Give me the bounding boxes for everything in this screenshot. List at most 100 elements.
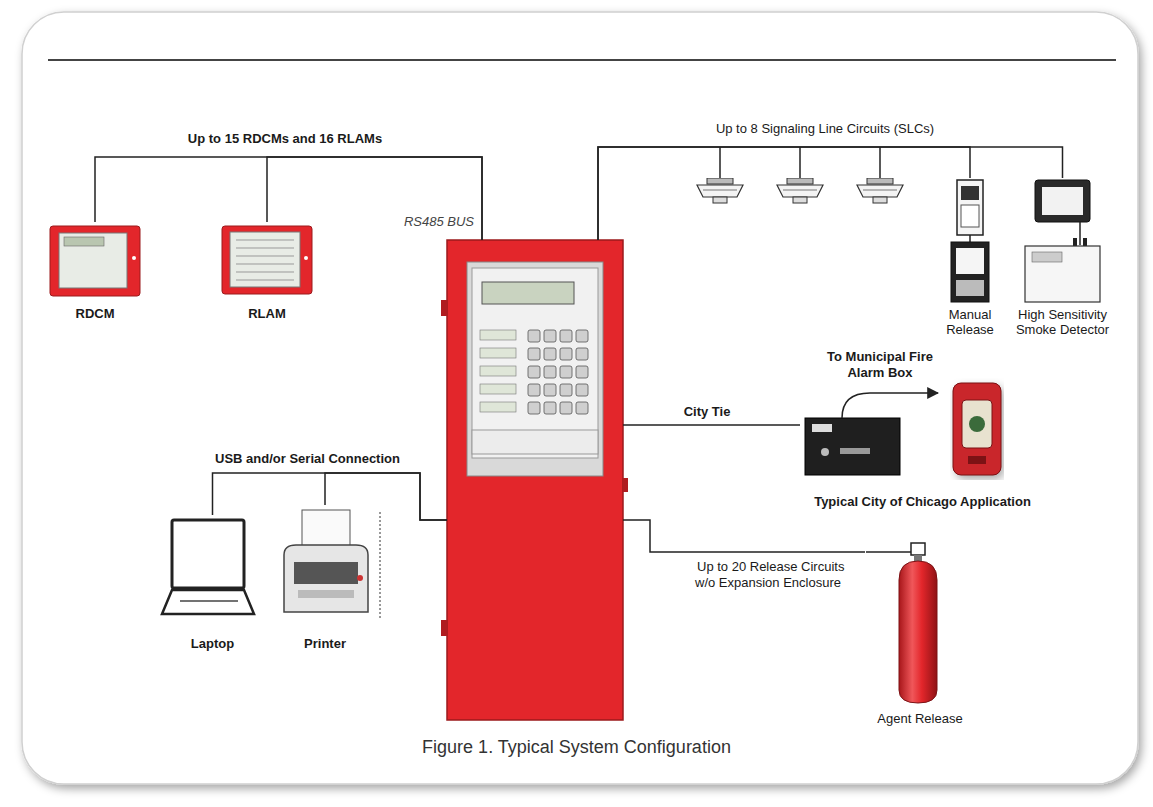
laptop: Laptop	[165, 515, 260, 652]
municipal-fire-alarm-box	[969, 416, 985, 432]
municipal-fire-alarm-box	[962, 400, 992, 448]
control-panel	[480, 402, 516, 412]
signal-wire	[623, 424, 800, 426]
city-tie-box	[805, 393, 938, 475]
city-tie-box	[812, 424, 832, 432]
manual-release-station	[951, 242, 989, 302]
wire-label: Up to 15 RDCMs and 16 RLAMs	[150, 131, 420, 147]
wire-label-text: Up to 15 RDCMs and 16 RLAMs	[186, 131, 384, 146]
wire-label: Up to 8 Signaling Line Circuits (SLCs)	[690, 121, 960, 137]
device-label: Agent Release	[877, 711, 962, 727]
printer-icon	[294, 562, 358, 584]
release-station: Manual Release	[935, 178, 1005, 338]
rlam-device	[222, 226, 312, 294]
laptop-icon	[172, 520, 244, 588]
laptop-icon	[162, 520, 254, 614]
rlam-device	[236, 280, 294, 281]
control-panel	[480, 366, 516, 376]
agent-cylinder	[911, 543, 925, 555]
signal-wire	[598, 147, 1063, 240]
high-sensitivity-detector	[1032, 252, 1062, 262]
manual-release-station	[961, 205, 979, 227]
page-frame	[22, 12, 1138, 784]
wire-label: USB and/or Serial Connection	[200, 451, 415, 467]
control-panel	[544, 330, 556, 342]
laptop-icon	[180, 600, 238, 602]
page-frame	[48, 59, 1116, 61]
control-panel	[467, 262, 603, 476]
city-tie-box	[840, 448, 870, 454]
keypad-unit: RDCM	[45, 222, 145, 322]
rlam-device	[236, 240, 294, 280]
signal-wire	[623, 520, 865, 552]
control-panel	[623, 478, 628, 492]
signal-wire	[95, 157, 482, 240]
printer-icon	[357, 575, 363, 581]
high-sensitivity-detector	[1025, 180, 1100, 302]
manual-release-station	[956, 248, 984, 274]
control-panel	[560, 384, 572, 396]
control-panel	[576, 330, 588, 342]
smoke-detectors	[777, 178, 823, 203]
wire-label-text: Up to 8 Signaling Line Circuits (SLCs)	[714, 121, 936, 136]
municipal-fire-alarm-box	[968, 456, 986, 464]
control-panel	[482, 282, 574, 304]
manual-release-station	[951, 180, 989, 302]
rdcm-device	[50, 226, 140, 296]
manual-release-station	[957, 180, 983, 235]
printer: Printer	[275, 505, 375, 652]
rdcm-device	[50, 226, 140, 296]
municipal-fire-alarm-box	[953, 383, 1001, 475]
printer-icon	[284, 545, 368, 612]
figure-caption: Figure 1. Typical System Configuration	[0, 737, 1153, 759]
municipal-fire-alarm-box	[953, 383, 1001, 475]
rlam-device	[236, 248, 294, 249]
device-label: RDCM	[76, 306, 115, 322]
smoke-detectors	[697, 178, 743, 203]
device-label: Printer	[304, 636, 346, 652]
device-label: RS485 BUS	[404, 214, 474, 230]
smoke-detectors	[857, 178, 903, 203]
agent-container: Agent Release	[865, 540, 975, 727]
rlam-device	[230, 232, 300, 287]
high-sensitivity-detector	[1079, 222, 1081, 245]
wire-label-text: Up to 20 Release Circuits w/o Expansion …	[695, 559, 844, 590]
control-panel	[544, 402, 556, 414]
control-panel	[480, 384, 516, 394]
rlam-device	[222, 226, 312, 294]
high-sensitivity-detector	[1035, 180, 1090, 222]
control-panel	[528, 402, 540, 414]
control-panel	[528, 330, 540, 342]
signal-wire	[213, 473, 448, 520]
control-panel	[560, 402, 572, 414]
device-label: RLAM	[248, 306, 286, 322]
control-panel	[528, 348, 540, 360]
city-tie-box	[821, 448, 829, 456]
municipal-fire-alarm-box	[953, 383, 1001, 475]
rlam-device	[236, 256, 294, 257]
rlam-device	[236, 264, 294, 265]
control-panel	[544, 384, 556, 396]
rlam-device	[236, 240, 294, 241]
printer-icon	[298, 590, 354, 598]
agent-cylinder	[899, 561, 937, 703]
manual-release-station	[961, 186, 979, 200]
high-sensitivity-detector	[1025, 246, 1100, 302]
manual-release-station	[969, 235, 971, 242]
signal-wire	[267, 157, 482, 240]
control-panel	[544, 366, 556, 378]
wire-label-text: USB and/or Serial Connection	[213, 451, 402, 466]
signal-wire	[325, 473, 447, 520]
control-panel	[576, 384, 588, 396]
control-panel	[576, 402, 588, 414]
control-panel	[441, 300, 447, 316]
printer-icon	[284, 510, 380, 620]
smoke-detectors	[697, 147, 903, 203]
control-panel	[480, 330, 588, 414]
agent-cylinder	[866, 543, 937, 703]
control-panel	[560, 348, 572, 360]
device-label: Manual Release	[935, 307, 1005, 338]
